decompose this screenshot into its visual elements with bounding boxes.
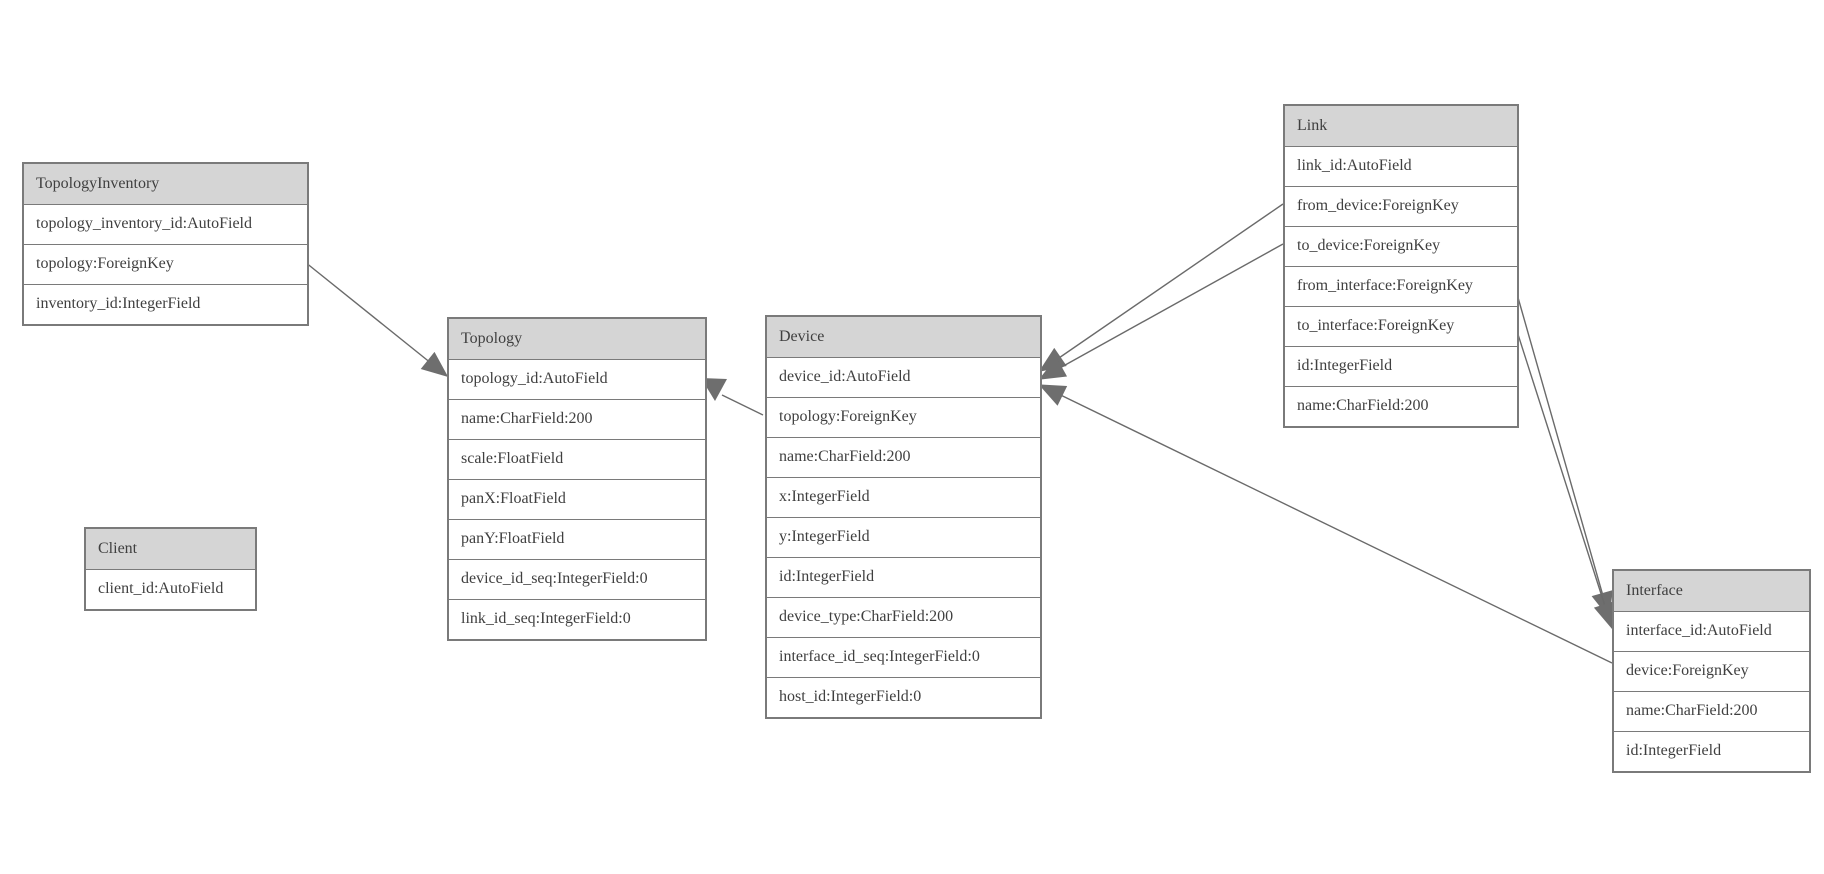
relation-link-fromdevice-device: [1038, 203, 1284, 372]
entity-field: name:CharField:200: [449, 399, 705, 439]
entity-topology: Topology topology_id:AutoField name:Char…: [447, 317, 707, 641]
relation-link-tointerface-interface: [1514, 324, 1615, 630]
entity-field: interface_id_seq:IntegerField:0: [767, 637, 1040, 677]
entity-link: Link link_id:AutoField from_device:Forei…: [1283, 104, 1519, 428]
entity-field: topology:ForeignKey: [24, 244, 307, 284]
relation-device-topology: [721, 394, 764, 416]
entity-field: name:CharField:200: [1285, 386, 1517, 426]
entity-field: client_id:AutoField: [86, 569, 255, 609]
entity-field: topology_id:AutoField: [449, 359, 705, 399]
entity-field: panX:FloatField: [449, 479, 705, 519]
entity-field: link_id_seq:IntegerField:0: [449, 599, 705, 639]
entity-field: name:CharField:200: [767, 437, 1040, 477]
entity-title: Topology: [449, 319, 705, 359]
entity-field: id:IntegerField: [1614, 731, 1809, 771]
entity-field: name:CharField:200: [1614, 691, 1809, 731]
entity-title: Client: [86, 529, 255, 569]
entity-device: Device device_id:AutoField topology:Fore…: [765, 315, 1042, 719]
entity-field: to_interface:ForeignKey: [1285, 306, 1517, 346]
entity-title: Link: [1285, 106, 1517, 146]
entity-field: from_interface:ForeignKey: [1285, 266, 1517, 306]
entity-field: id:IntegerField: [767, 557, 1040, 597]
entity-field: y:IntegerField: [767, 517, 1040, 557]
entity-field: topology:ForeignKey: [767, 397, 1040, 437]
entity-title: Interface: [1614, 571, 1809, 611]
entity-field: x:IntegerField: [767, 477, 1040, 517]
entity-field: interface_id:AutoField: [1614, 611, 1809, 651]
entity-title: Device: [767, 317, 1040, 357]
entity-field: device_id:AutoField: [767, 357, 1040, 397]
relation-topologyinventory-topology: [304, 261, 449, 377]
entity-field: link_id:AutoField: [1285, 146, 1517, 186]
entity-field: topology_inventory_id:AutoField: [24, 204, 307, 244]
entity-field: scale:FloatField: [449, 439, 705, 479]
entity-field: device:ForeignKey: [1614, 651, 1809, 691]
entity-field: id:IntegerField: [1285, 346, 1517, 386]
entity-client: Client client_id:AutoField: [84, 527, 257, 611]
entity-title: TopologyInventory: [24, 164, 307, 204]
relation-link-frominterface-interface: [1514, 286, 1613, 619]
entity-field: host_id:IntegerField:0: [767, 677, 1040, 717]
entity-field: to_device:ForeignKey: [1285, 226, 1517, 266]
entity-field: from_device:ForeignKey: [1285, 186, 1517, 226]
entity-field: device_id_seq:IntegerField:0: [449, 559, 705, 599]
entity-field: device_type:CharField:200: [767, 597, 1040, 637]
entity-interface: Interface interface_id:AutoField device:…: [1612, 569, 1811, 773]
entity-field: panY:FloatField: [449, 519, 705, 559]
entity-topology-inventory: TopologyInventory topology_inventory_id:…: [22, 162, 309, 326]
relation-link-todevice-device: [1038, 243, 1284, 380]
entity-field: inventory_id:IntegerField: [24, 284, 307, 324]
